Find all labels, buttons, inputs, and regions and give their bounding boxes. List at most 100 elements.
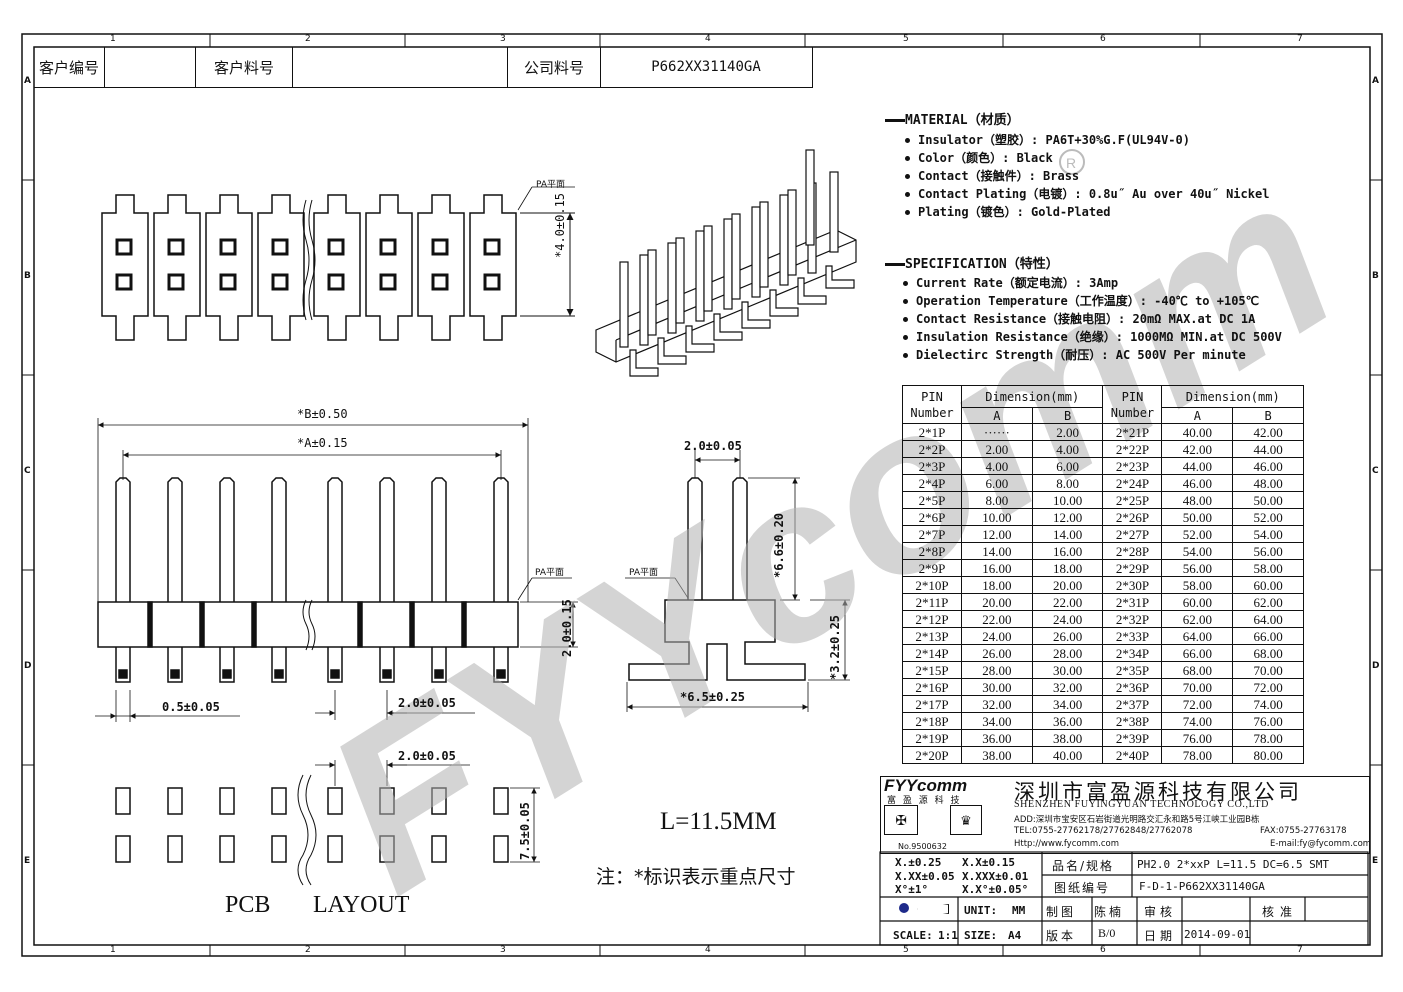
pcb-label: PCB <box>225 892 271 918</box>
col-label-3-bottom: 3 <box>500 945 506 955</box>
dimension-cell: 14.00 <box>961 542 1033 560</box>
top-view-cell <box>469 194 517 341</box>
drawn-value: 陈楠 <box>1094 905 1125 919</box>
row-label-d-right: D <box>1372 661 1380 671</box>
length-note: L=11.5MM <box>660 808 777 835</box>
pin-cell: 2*30P <box>1102 576 1163 594</box>
row-label-c: C <box>24 466 31 476</box>
dimension-cell: 6.00 <box>1031 457 1104 475</box>
dimension-cell: 50.00 <box>1161 508 1234 526</box>
pin-cell: 2*19P <box>902 729 962 747</box>
tolerance-2: X.X±0.15 <box>962 856 1015 869</box>
dimension-cell: 64.00 <box>1232 610 1304 628</box>
spec-item: Current Rate（额定电流）: 3Amp <box>903 274 1118 291</box>
drawing-no-label: 图纸编号 <box>1054 881 1111 895</box>
col-label-2: 2 <box>305 34 311 44</box>
pin-cell: 2*32P <box>1102 610 1163 628</box>
dim-offset: 0.5±0.05 <box>162 700 220 714</box>
col-label-5: 5 <box>903 34 909 44</box>
customer-no-label: 客户编号 <box>34 47 105 87</box>
pin-cell: 2*4P <box>902 474 962 492</box>
pin-header-2: PIN Number <box>1102 385 1163 424</box>
company-address: ADD:深圳市宝安区石岩街道光明路交汇永和路5号江峡工业园B栋 <box>1014 815 1260 825</box>
specification-title: SPECIFICATION（特性） <box>885 253 1059 272</box>
dimension-cell: 62.00 <box>1232 593 1304 611</box>
pin-cell: 2*38P <box>1102 712 1163 730</box>
pin-cell: 2*40P <box>1102 746 1163 764</box>
dimension-cell: 38.00 <box>961 746 1033 764</box>
company-fax: FAX:0755-27763178 <box>1260 826 1347 836</box>
dimension-cell: 26.00 <box>961 644 1033 662</box>
dimension-cell: 18.00 <box>1031 559 1104 577</box>
dim-pcb-pitch: 2.0±0.05 <box>398 749 456 763</box>
company-name-cn: 深圳市富盈源科技有限公司 <box>1014 780 1302 804</box>
dim-pitch: 2.0±0.05 <box>684 439 742 453</box>
company-tel: TEL:0755-27762178/27762848/27762078 <box>1014 826 1193 836</box>
row-label-a: A <box>24 76 31 86</box>
cert-no: No.9500632 <box>898 842 947 851</box>
dimension-cell: 66.00 <box>1232 627 1304 645</box>
top-view-cell <box>153 194 201 341</box>
dimension-header: Dimension(mm) <box>960 385 1104 408</box>
dimension-cell: 78.00 <box>1161 746 1234 764</box>
pin-cell: 2*17P <box>902 695 962 713</box>
top-view <box>101 186 575 341</box>
dimension-cell: 6.00 <box>961 474 1033 492</box>
row-label-e-right: E <box>1372 856 1379 866</box>
dimension-cell: 4.00 <box>1031 440 1104 458</box>
pin-cell: 2*24P <box>1102 474 1163 492</box>
tolerance-5: X°±1° <box>895 883 929 896</box>
row-label-b-right: B <box>1372 271 1379 281</box>
dimension-cell: 74.00 <box>1232 695 1304 713</box>
pin-cell: 2*20P <box>902 746 962 764</box>
dimension-cell: 22.00 <box>961 610 1033 628</box>
top-view-cell <box>257 194 305 341</box>
pin-cell: 2*14P <box>902 644 962 662</box>
drawing-no-value: F-D-1-P662XX31140GA <box>1139 880 1265 893</box>
size-value: A4 <box>1008 929 1022 942</box>
tolerance-3: X.XX±0.05 <box>895 870 955 883</box>
size-label: SIZE: <box>964 929 998 942</box>
isometric-view <box>595 149 857 377</box>
dim-pitch-2: 2.0±0.05 <box>398 696 456 710</box>
isometric-pin-front <box>619 149 815 348</box>
name-spec-label: 品名/规格 <box>1052 859 1115 873</box>
pin-cell: 2*9P <box>902 559 962 577</box>
dimension-cell: 52.00 <box>1232 508 1304 526</box>
pin-cell: 2*11P <box>902 593 962 611</box>
col-label-3: 3 <box>500 34 506 44</box>
unit-value: MM <box>1012 904 1026 917</box>
col-label-4-bottom: 4 <box>705 945 711 955</box>
date-label: 日期 <box>1144 929 1177 943</box>
scale-value: 1:1 <box>938 929 958 942</box>
col-label-1: 1 <box>110 34 116 44</box>
approve-label: 核准 <box>1262 905 1299 919</box>
svg-text:R: R <box>1066 155 1076 171</box>
dimension-cell: 12.00 <box>961 525 1033 543</box>
spec-item: Insulation Resistance（绝缘）: 1000MΩ MIN.at… <box>903 328 1282 345</box>
customer-no-value <box>105 47 196 87</box>
dimension-cell: 8.00 <box>1031 474 1104 492</box>
dimension-cell: 44.00 <box>1232 440 1304 458</box>
company-logo: FYYcomm <box>884 776 968 795</box>
col-label-5-bottom: 5 <box>903 945 909 955</box>
side-view <box>625 450 850 712</box>
version-label: 版本 <box>1046 929 1077 943</box>
pin-cell: 2*31P <box>1102 593 1163 611</box>
check-label: 审核 <box>1144 905 1177 919</box>
iso-logo: ✠ <box>884 805 918 835</box>
dim-a: *A±0.15 <box>297 436 348 450</box>
dimension-cell: 80.00 <box>1232 746 1304 764</box>
material-item: Contact（接触件）: Brass <box>905 167 1079 184</box>
pin-cell: 2*2P <box>902 440 962 458</box>
